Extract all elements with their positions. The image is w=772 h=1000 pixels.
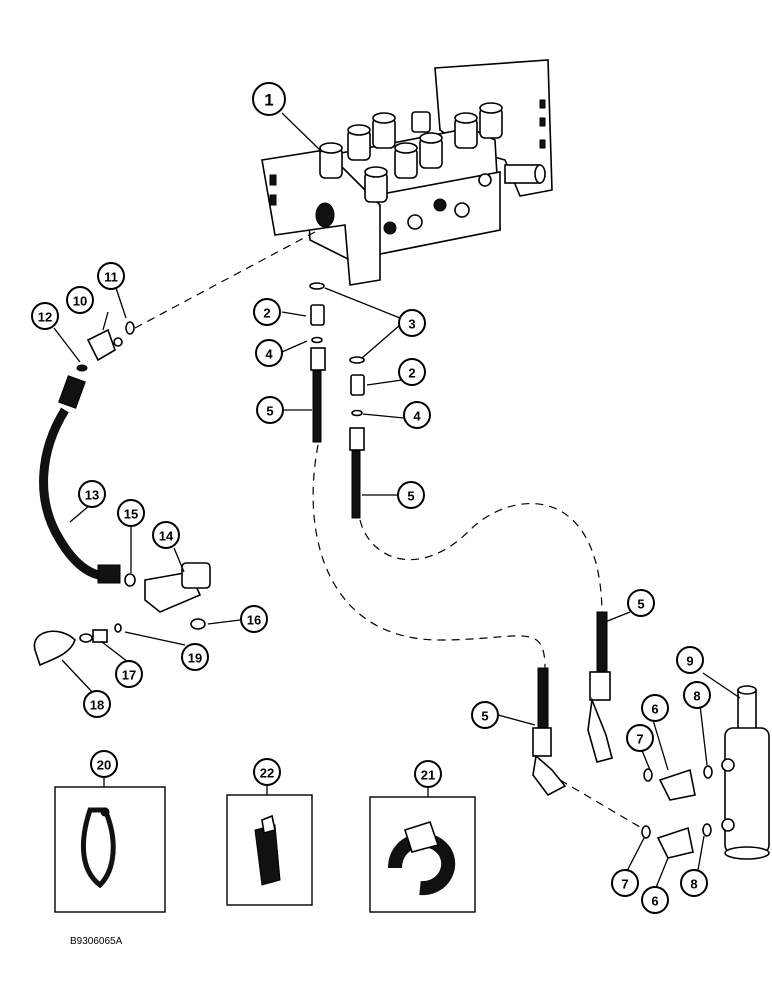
svg-text:1: 1 [264, 91, 273, 110]
drawing-id: B9306065A [70, 936, 123, 947]
callout-2: 2 [253, 298, 281, 326]
callout-6: 6 [641, 694, 669, 722]
svg-text:18: 18 [90, 698, 104, 713]
callout-19: 19 [181, 643, 209, 671]
inset-clamp-21 [369, 787, 476, 913]
callout-14: 14 [152, 521, 180, 549]
callout-22: 22 [253, 758, 281, 786]
callout-16: 16 [240, 605, 268, 633]
svg-text:20: 20 [97, 758, 111, 773]
callout-11: 11 [97, 262, 125, 290]
callout-5: 5 [256, 396, 284, 424]
cylinder-assembly [641, 685, 770, 860]
svg-text:6: 6 [651, 894, 658, 909]
svg-text:10: 10 [73, 294, 87, 309]
callout-17: 17 [115, 660, 143, 688]
solenoid-coils [319, 102, 503, 203]
svg-text:5: 5 [481, 709, 488, 724]
svg-text:2: 2 [408, 366, 415, 381]
callout-4: 4 [255, 339, 283, 367]
svg-text:16: 16 [247, 613, 261, 628]
callout-20: 20 [90, 750, 118, 778]
svg-text:3: 3 [408, 317, 415, 332]
routing-line-hose-a [312, 444, 546, 669]
callout-1: 1 [252, 82, 286, 116]
callout-12: 12 [31, 302, 59, 330]
callout-4: 4 [403, 401, 431, 429]
lower-hoses [532, 611, 613, 797]
svg-text:22: 22 [260, 766, 274, 781]
svg-text:7: 7 [621, 877, 628, 892]
svg-text:4: 4 [265, 347, 273, 362]
callout-2: 2 [398, 358, 426, 386]
svg-text:2: 2 [263, 306, 270, 321]
svg-text:17: 17 [122, 668, 136, 683]
valve-block-assembly [261, 59, 553, 286]
routing-line-11 [134, 231, 316, 329]
callout-5: 5 [471, 701, 499, 729]
svg-text:12: 12 [38, 310, 52, 325]
callout-5: 5 [397, 481, 425, 509]
svg-text:5: 5 [637, 597, 644, 612]
svg-text:13: 13 [85, 488, 99, 503]
callout-5: 5 [627, 589, 655, 617]
callout-9: 9 [676, 646, 704, 674]
inset-clip-22 [226, 785, 313, 906]
svg-text:15: 15 [124, 507, 138, 522]
callout-13: 13 [78, 480, 106, 508]
callout-6: 6 [641, 886, 669, 914]
callout-15: 15 [117, 499, 145, 527]
callout-21: 21 [414, 760, 442, 788]
callout-8: 8 [680, 869, 708, 897]
svg-text:5: 5 [266, 404, 273, 419]
svg-text:8: 8 [690, 877, 697, 892]
inset-strap [54, 777, 166, 913]
svg-text:21: 21 [421, 768, 435, 783]
routing-line-lower [559, 779, 646, 831]
svg-text:4: 4 [413, 409, 421, 424]
svg-text:14: 14 [159, 529, 174, 544]
callout-10: 10 [66, 286, 94, 314]
callout-18: 18 [83, 690, 111, 718]
callout-8: 8 [683, 681, 711, 709]
svg-text:6: 6 [651, 702, 658, 717]
callout-7: 7 [626, 724, 654, 752]
svg-text:19: 19 [188, 651, 202, 666]
svg-text:11: 11 [104, 270, 118, 285]
hose-assembly [33, 321, 211, 667]
svg-text:7: 7 [636, 732, 643, 747]
svg-text:8: 8 [693, 689, 700, 704]
callout-7: 7 [611, 869, 639, 897]
svg-text:9: 9 [686, 654, 693, 669]
callout-3: 3 [398, 309, 426, 337]
svg-text:5: 5 [407, 489, 414, 504]
routing-line-hose-b [359, 503, 603, 613]
upper-fittings [309, 282, 365, 519]
leader-lines [53, 112, 741, 891]
